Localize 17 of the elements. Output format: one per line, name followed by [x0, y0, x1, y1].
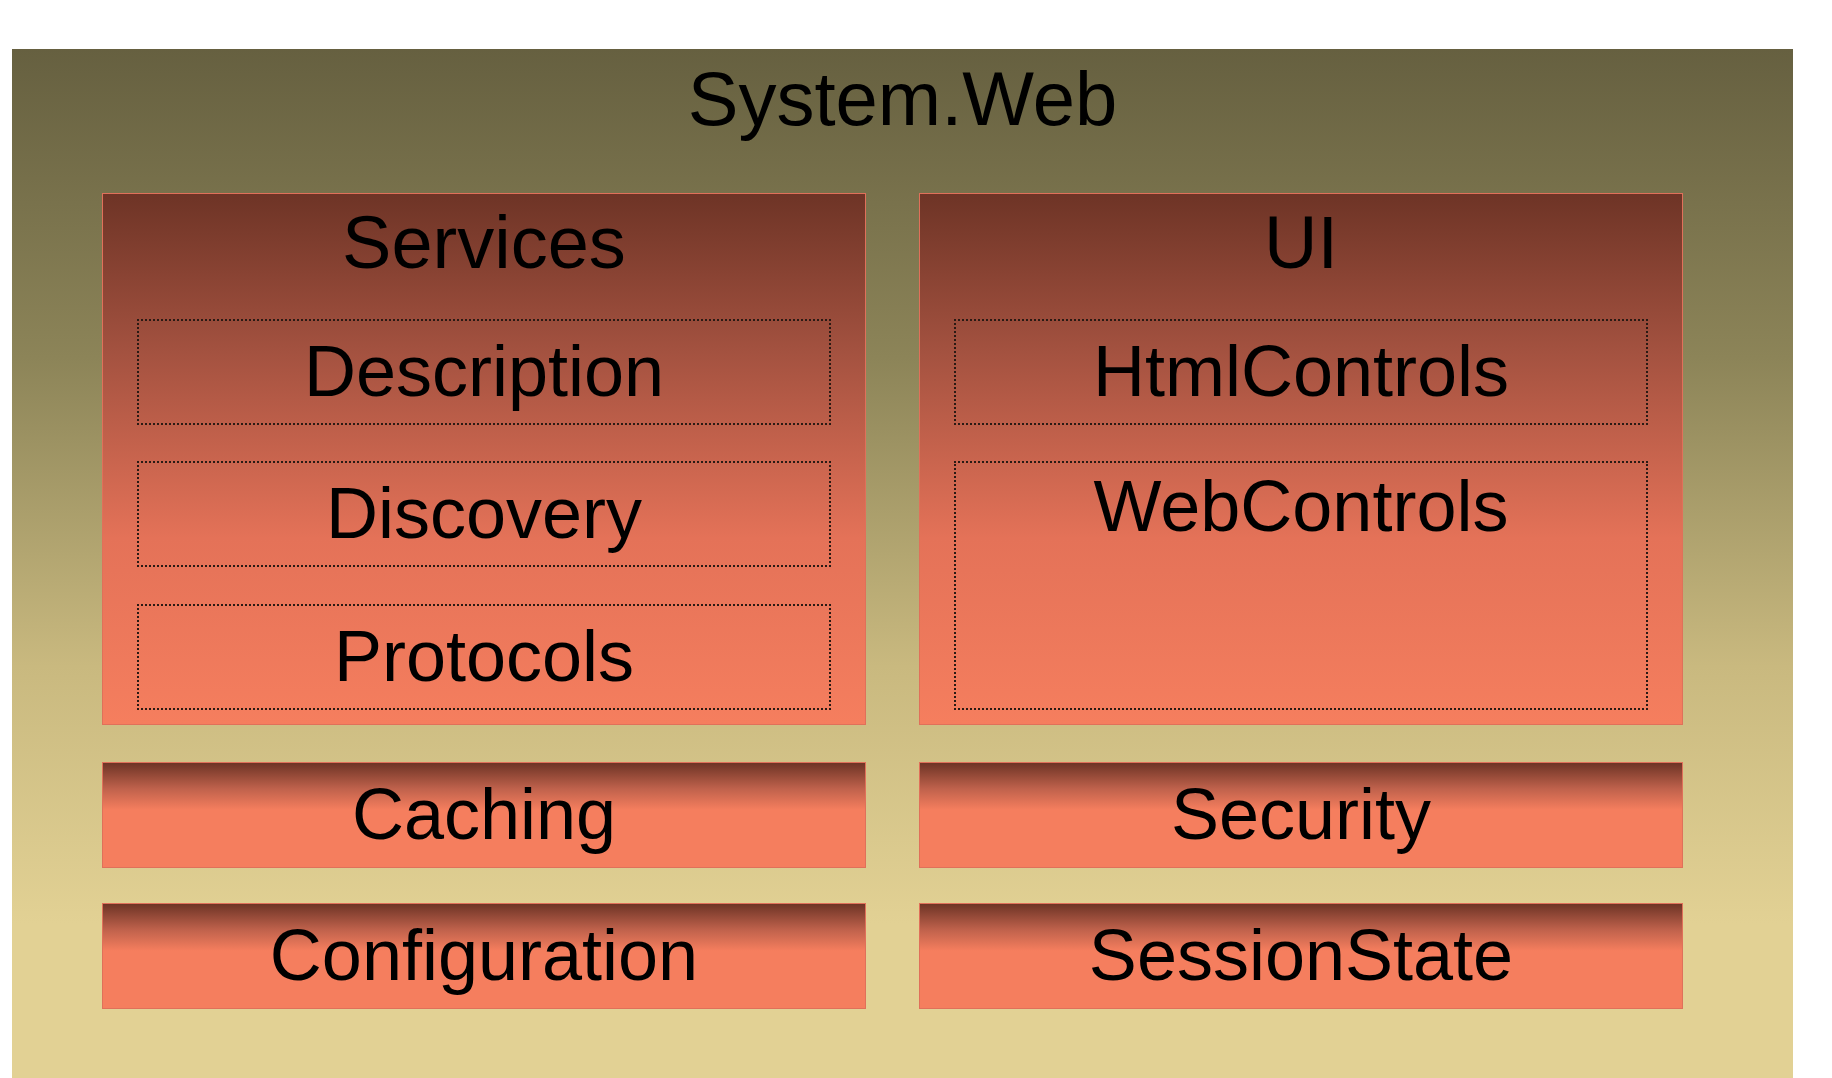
node-label: Configuration [269, 916, 699, 996]
node-label: Security [1170, 775, 1432, 855]
node-label: HtmlControls [1092, 332, 1510, 412]
node-label: System.Web [687, 57, 1118, 141]
namespace-box [954, 461, 1648, 710]
namespace-box [137, 461, 831, 567]
node-label: SessionState [1088, 916, 1514, 996]
namespace-box [954, 319, 1648, 425]
namespace-box [137, 604, 831, 710]
node-label: Protocols [333, 617, 635, 697]
node-label: UI [1264, 202, 1338, 284]
node-label: Services [342, 202, 626, 284]
node-label: Caching [351, 775, 617, 855]
namespace-box [137, 319, 831, 425]
node-label: Discovery [325, 474, 643, 554]
node-label: Description [303, 332, 665, 412]
node-label: WebControls [1093, 467, 1509, 547]
